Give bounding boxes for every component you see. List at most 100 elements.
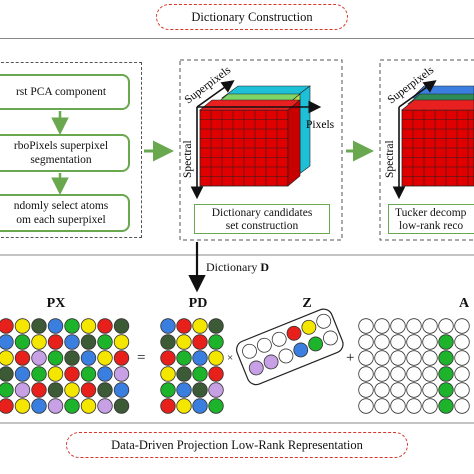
z-coefficient (248, 360, 264, 376)
px-atom (31, 398, 47, 414)
pd-atom (192, 334, 208, 350)
a-element (390, 366, 406, 382)
pd-atom (160, 318, 176, 334)
plus-sign: + (346, 350, 355, 366)
a-element (454, 334, 470, 350)
px-atom (97, 350, 113, 366)
a-element (438, 366, 454, 382)
z-coefficient (256, 337, 272, 353)
a-element (438, 398, 454, 414)
z-label: Z (302, 296, 312, 311)
pd-atom (160, 350, 176, 366)
a-element (358, 398, 374, 414)
z-coefficient (323, 330, 338, 346)
superpixels-axis (196, 80, 235, 108)
pd-matrix (160, 318, 224, 414)
px-atom (0, 318, 14, 334)
z-coefficient (278, 348, 294, 364)
px-atom (80, 318, 97, 334)
a-element (358, 318, 374, 334)
a-element (390, 350, 406, 366)
dictionary-d-prefix: Dictionary (206, 260, 261, 274)
px-atom (113, 366, 130, 382)
z-coefficient (316, 313, 332, 329)
a-element (422, 382, 438, 398)
px-atom (14, 366, 31, 382)
superpixel-segmentation-box: rboPixels superpixel segmentation (0, 134, 130, 172)
px-atom (0, 350, 14, 366)
a-element (422, 350, 438, 366)
px-atom (47, 366, 64, 382)
pd-atom (176, 398, 192, 414)
px-atom (113, 350, 130, 366)
pd-atom (208, 334, 224, 350)
dictionary-d-var: D (260, 260, 269, 274)
a-element (406, 318, 422, 334)
a-element (374, 398, 390, 414)
pd-atom (208, 350, 224, 366)
candidates-line2: set construction (225, 220, 299, 232)
a-element (374, 366, 390, 382)
a-element (358, 350, 374, 366)
pd-label: PD (188, 296, 208, 311)
px-atom (47, 318, 64, 334)
equals-sign: = (137, 350, 146, 366)
a-element (422, 334, 438, 350)
px-atom (80, 366, 97, 382)
px-atom (31, 382, 47, 398)
a-label: A (458, 296, 470, 311)
ddplrr-title: Data-Driven Projection Low-Rank Represen… (66, 432, 408, 458)
px-atom (80, 350, 97, 366)
a-element (390, 318, 406, 334)
pd-atom (176, 318, 192, 334)
a-element (422, 366, 438, 382)
a-element (390, 334, 406, 350)
a-element (358, 382, 374, 398)
px-matrix (0, 318, 130, 414)
tucker-line1: Tucker decomp (395, 207, 467, 219)
px-atom (97, 398, 113, 414)
px-atom (97, 382, 113, 398)
random-select-atoms-box: ndomly select atoms om each superpixel (0, 194, 130, 232)
pd-atom (160, 398, 176, 414)
z-coefficient (263, 354, 279, 370)
candidates-caption: Dictionary candidates set construction (194, 204, 330, 234)
px-atom (0, 334, 14, 350)
pd-atom (176, 382, 192, 398)
px-atom (47, 350, 64, 366)
px-atom (64, 318, 80, 334)
a-element (390, 382, 406, 398)
px-atom (14, 350, 31, 366)
pixels-label: Pixels (306, 119, 335, 131)
px-atom (31, 318, 47, 334)
px-atom (31, 350, 47, 366)
random-line2: om each superpixel (16, 214, 106, 226)
a-element (406, 366, 422, 382)
pd-atom (208, 398, 224, 414)
px-label: PX (46, 296, 66, 311)
px-atom (31, 366, 47, 382)
a-element (454, 318, 470, 334)
px-atom (0, 382, 14, 398)
tucker-cube (401, 85, 474, 187)
a-element (406, 382, 422, 398)
pd-atom (208, 318, 224, 334)
z-coefficient (242, 343, 257, 359)
z-coefficient (301, 319, 317, 335)
pd-atom (192, 382, 208, 398)
px-atom (0, 366, 14, 382)
px-atom (64, 398, 80, 414)
px-atom (47, 382, 64, 398)
tucker-spectral-label: Spectral (384, 140, 396, 178)
px-atom (64, 366, 80, 382)
candidates-line1: Dictionary candidates (211, 207, 313, 219)
a-element (390, 398, 406, 414)
a-element (406, 398, 422, 414)
z-coefficient (308, 336, 324, 352)
a-element (406, 350, 422, 366)
random-line1: ndomly select atoms (13, 200, 109, 212)
tucker-superpixels-axis (398, 80, 437, 108)
dictionary-d-label: Dictionary D (206, 260, 269, 275)
px-atom (80, 382, 97, 398)
